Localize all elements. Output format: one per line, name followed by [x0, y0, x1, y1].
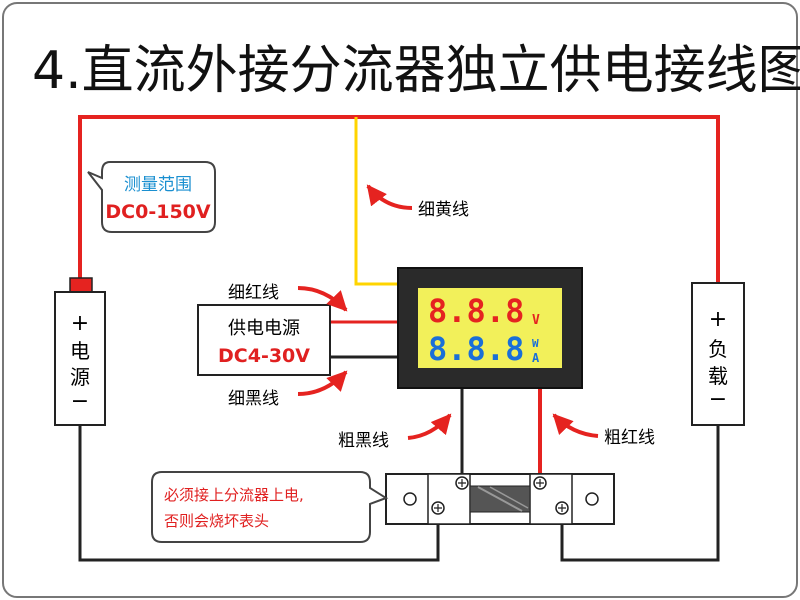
power-unit: W	[532, 337, 539, 350]
load-box	[691, 282, 745, 426]
range-value: DC0-150V	[105, 201, 210, 223]
black-return-wire-right	[560, 425, 720, 562]
thick-black-arrow	[407, 413, 452, 440]
load-char-1: 负	[708, 337, 728, 361]
current-unit: A	[532, 351, 540, 365]
thick-black-label: 粗黑线	[338, 431, 389, 451]
range-callout	[87, 161, 216, 233]
power-supply-value: DC4-30V	[218, 345, 310, 367]
power-supply-label: 供电电源	[228, 318, 300, 339]
thin-red-arrow	[297, 286, 348, 312]
red-main-wire	[78, 115, 720, 282]
thick-red-arrow	[552, 413, 599, 438]
shunt-mount-hole-left	[403, 492, 417, 506]
warning-line-2: 否则会烧坏表头	[164, 512, 269, 530]
thin-yellow-arrow	[366, 184, 413, 210]
shunt-mount-hole-right	[585, 492, 599, 506]
power-source-box	[54, 291, 106, 426]
load-char-2: 载	[708, 364, 728, 388]
black-return-wire-left	[78, 425, 440, 562]
voltage-digits: 8.8.8	[428, 292, 524, 330]
thin-red-label: 细红线	[228, 283, 279, 303]
meter-display	[418, 288, 562, 368]
page-title: 4.直流外接分流器独立供电接线图	[32, 41, 800, 101]
range-label: 测量范围	[124, 175, 192, 195]
source-terminal	[69, 277, 93, 293]
voltage-unit: V	[532, 313, 540, 328]
source-minus: −	[71, 389, 89, 414]
warning-callout	[151, 471, 389, 543]
load-minus: −	[709, 387, 727, 412]
warning-line-1: 必须接上分流器上电,	[164, 486, 304, 504]
source-plus: +	[71, 311, 89, 336]
thick-red-label: 粗红线	[604, 428, 655, 448]
thin-yellow-label: 细黄线	[418, 200, 469, 220]
load-plus: +	[709, 307, 727, 332]
thin-black-label: 细黑线	[228, 389, 279, 409]
thin-black-arrow	[297, 370, 348, 396]
source-char-2: 源	[70, 365, 90, 389]
power-supply-box	[197, 304, 331, 376]
current-digits: 8.8.8	[428, 330, 524, 368]
source-char-1: 电	[70, 339, 90, 363]
